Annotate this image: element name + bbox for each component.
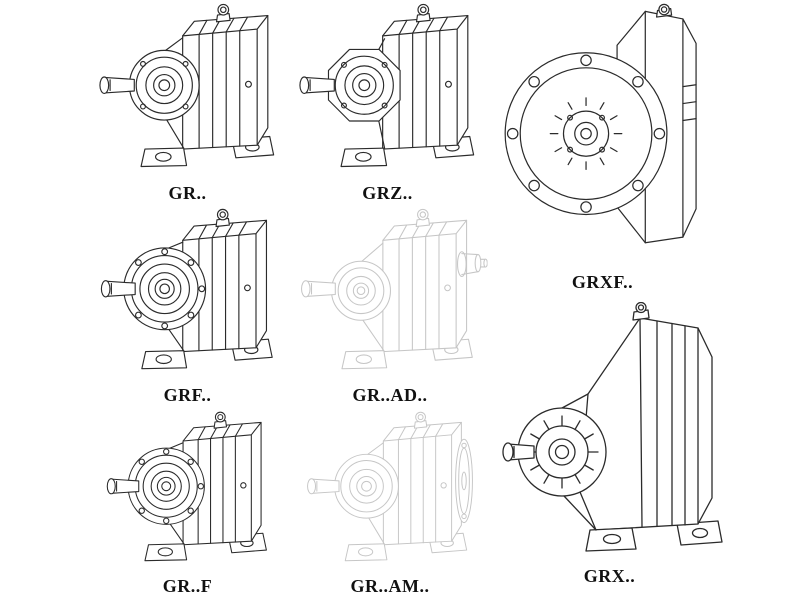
figure-grff: GR..F [90,410,285,598]
figure-label-grz: GRZ.. [362,183,413,203]
gearbox-drawing-grz [290,2,485,181]
figure-gr: GR.. [90,2,285,205]
figure-grf: GRF.. [90,207,285,407]
gearbox-drawing-grxf [490,2,715,270]
figure-label-grx: GRX.. [583,566,636,586]
figure-grz: GRZ.. [290,2,485,205]
gearbox-drawing-gram [290,410,490,574]
figure-label-grff: GR..F [162,576,213,596]
figure-label-grf: GRF.. [163,385,212,405]
figure-label-grxf: GRXF.. [571,272,634,292]
gearbox-drawing-grff [90,410,285,574]
figure-label-grad: GR..AD.. [352,385,428,405]
gearbox-drawing-grf [90,207,285,383]
figure-grxf: GRXF.. [490,2,715,294]
gearbox-drawing-gr [90,2,285,181]
figure-label-gr: GR.. [168,183,207,203]
figure-gram: GR..AM.. [290,410,490,598]
figure-label-gram: GR..AM.. [350,576,430,596]
figure-grx: GRX.. [492,300,727,588]
gearbox-drawing-grad [290,207,490,383]
gearbox-drawing-grx [492,300,727,564]
figure-grad: GR..AD.. [290,207,490,407]
